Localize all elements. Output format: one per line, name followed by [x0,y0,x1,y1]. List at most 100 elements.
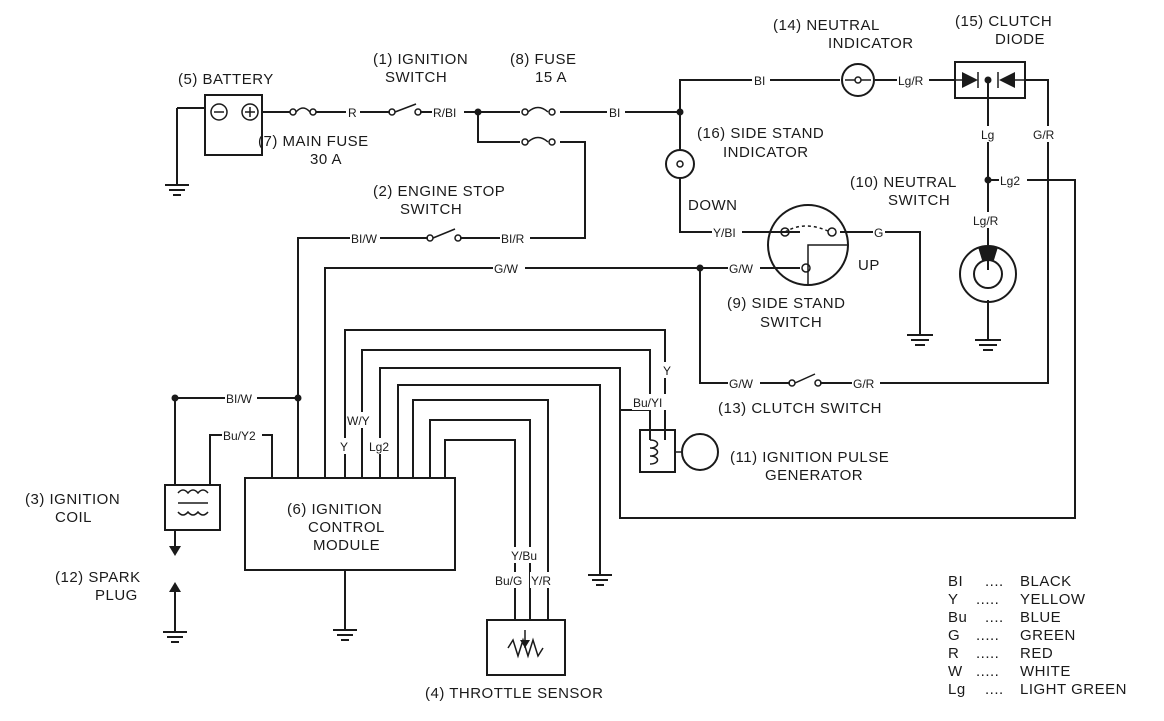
legend-code-6: Lg [948,681,966,698]
wire-label-bl-fuse: BI [609,106,620,120]
legend-dots-1: ..... [976,591,999,608]
wire-label-bl-w-stop: BI/W [351,232,378,246]
wire-label-g-w-top: G/W [494,262,519,276]
legend-name-4: RED [1020,645,1053,662]
wire-label-y-icm: Y [340,440,348,454]
icm-label-3: MODULE [313,537,380,554]
wire-label-lg2-icm: Lg2 [369,440,389,454]
ignition-coil-label-1: (3) IGNITION [25,491,120,508]
ignition-switch-symbol [388,103,422,116]
clutch-diode-label-2: DIODE [995,31,1045,48]
wire-label-bu-yl-pulse: Bu/YI [633,396,662,410]
legend-dots-4: ..... [976,645,999,662]
engine-stop-label-1: (2) ENGINE STOP [373,183,505,200]
icm-label-1: (6) IGNITION [287,501,382,518]
wire-label-lg-r-switch: Lg/R [973,214,999,228]
legend-name-1: YELLOW [1020,591,1086,608]
side-stand-indicator-lamp [665,149,695,179]
battery-symbol [204,94,263,156]
wire-label-bu-y2-coil: Bu/Y2 [223,429,256,443]
wire-label-r-bl: R/BI [433,106,456,120]
ignition-switch-label-1: (1) IGNITION [373,51,468,68]
legend-name-6: LIGHT GREEN [1020,681,1127,698]
spark-plug-label-1: (12) SPARK [55,569,141,586]
throttle-sensor-label: (4) THROTTLE SENSOR [425,685,603,702]
ignition-coil-symbol [164,484,221,531]
legend-dots-3: ..... [976,627,999,644]
clutch-diode-label-1: (15) CLUTCH [955,13,1052,30]
wire-label-g-r-right: G/R [1033,128,1055,142]
clutch-switch-symbol [788,373,822,387]
wire-label-lg2-right: Lg2 [1000,174,1020,188]
icm-label-2: CONTROL [308,519,385,536]
wire-labels: R R/BI BI BI Lg/R Lg G/R Lg2 Lg/R Y/BI G… [222,72,1060,588]
side-stand-indicator-label-2: INDICATOR [723,144,809,161]
wire-label-bl-w-coil: BI/W [226,392,253,406]
component-labels: (5) BATTERY (1) IGNITION SWITCH (8) FUSE… [25,13,1052,702]
legend-name-3: GREEN [1020,627,1076,644]
side-stand-up-label: UP [858,257,880,274]
neutral-switch-symbol [959,245,1017,303]
neutral-indicator-label-1: (14) NEUTRAL [773,17,880,34]
neutral-indicator-label-2: INDICATOR [828,35,914,52]
legend-code-4: R [948,645,959,662]
wire-label-y-bl: Y/BI [713,226,736,240]
legend-dots-0: .... [985,573,1004,590]
legend-code-5: W [948,663,963,680]
wire-label-g-w-clutch: G/W [729,377,754,391]
main-fuse-symbol [289,107,317,116]
ground-symbols [163,184,1001,643]
wire-label-g-w-side: G/W [729,262,754,276]
legend-dots-2: .... [985,609,1004,626]
side-stand-switch-label-2: SWITCH [760,314,822,331]
ignition-control-module-box [244,477,456,571]
fuse-label-2: 15 A [535,69,567,86]
side-stand-switch-label-1: (9) SIDE STAND [727,295,845,312]
engine-stop-label-2: SWITCH [400,201,462,218]
ignition-pulse-generator-symbol [639,429,719,473]
wire-label-y-pulse: Y [663,364,671,378]
neutral-indicator-lamp [841,63,875,97]
legend-code-3: G [948,627,960,644]
legend-name-2: BLUE [1020,609,1061,626]
clutch-switch-label: (13) CLUTCH SWITCH [718,400,882,417]
color-legend: BI .... BLACK Y ..... YELLOW Bu .... BLU… [948,573,1127,698]
throttle-sensor-symbol [486,619,566,676]
spark-plug-symbol [169,546,181,592]
clutch-diode-symbol [954,61,1026,99]
wire-label-g-r-clutch: G/R [853,377,875,391]
legend-dots-6: .... [985,681,1004,698]
wire-label-y-bu: Y/Bu [511,549,537,563]
legend-code-1: Y [948,591,959,608]
neutral-switch-label-2: SWITCH [888,192,950,209]
wire-label-r: R [348,106,357,120]
wire-label-bu-g: Bu/G [495,574,522,588]
legend-dots-5: ..... [976,663,999,680]
engine-stop-switch-symbol [426,228,462,242]
wire-label-w-y: W/Y [347,414,370,428]
spark-plug-label-2: PLUG [95,587,138,604]
neutral-switch-label-1: (10) NEUTRAL [850,174,957,191]
junction-dots [171,76,992,402]
legend-name-0: BLACK [1020,573,1072,590]
wire-label-lg-r-top: Lg/R [898,74,924,88]
main-fuse-label-2: 30 A [310,151,342,168]
side-stand-indicator-label-1: (16) SIDE STAND [697,125,824,142]
main-fuse-label-1: (7) MAIN FUSE [258,133,369,150]
wire-label-y-r: Y/R [531,574,551,588]
side-stand-switch-symbol [767,204,849,286]
legend-name-5: WHITE [1020,663,1071,680]
ignition-pulse-label-2: GENERATOR [765,467,863,484]
legend-code-2: Bu [948,609,967,626]
wire-label-lg: Lg [981,128,994,142]
side-stand-down-label: DOWN [688,197,738,214]
ignition-coil-label-2: COIL [55,509,92,526]
fuse-15a-symbol [521,106,556,116]
engine-stop-fuse-symbol [521,136,556,146]
fuse-label-1: (8) FUSE [510,51,577,68]
wire-label-g-side: G [874,226,883,240]
wire-label-bl-r-stop: BI/R [501,232,525,246]
wire-label-bl-top: BI [754,74,765,88]
ignition-pulse-label-1: (11) IGNITION PULSE [730,449,889,466]
